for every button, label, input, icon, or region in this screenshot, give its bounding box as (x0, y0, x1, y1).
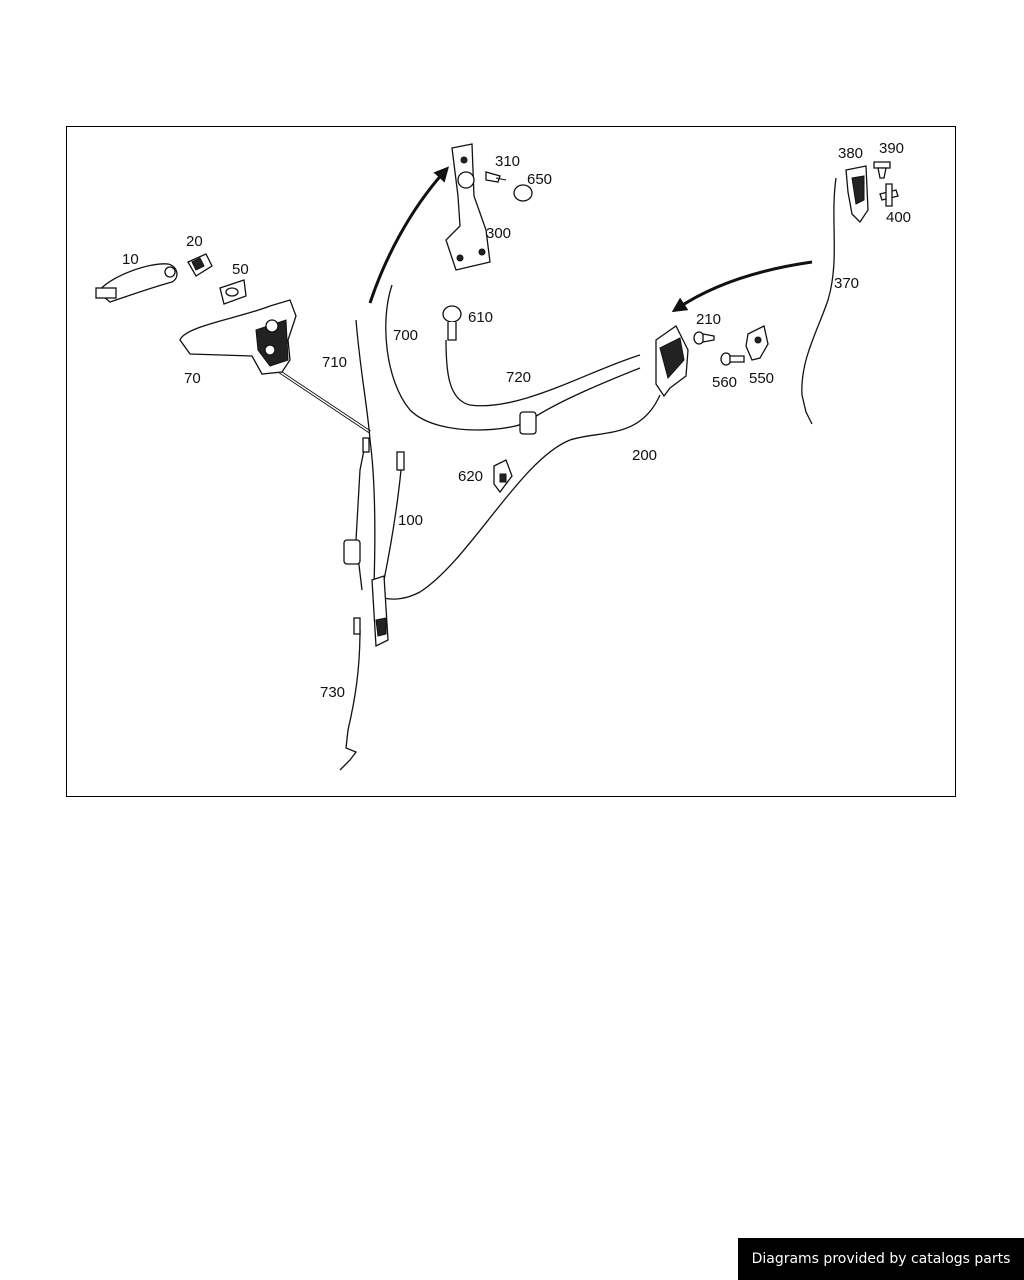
callout-20: 20 (186, 233, 203, 250)
part-610-grommet (442, 305, 462, 341)
part-650-cap (513, 184, 533, 202)
cable-200 (383, 394, 661, 600)
callout-70: 70 (184, 370, 201, 387)
callout-310: 310 (495, 153, 520, 170)
part-210-screw (693, 331, 715, 345)
diagram-frame (66, 126, 956, 797)
part-560-screw (720, 352, 745, 366)
arrow-to-lock (671, 260, 813, 313)
catalog-credit-badge: Diagrams provided by catalogs parts (738, 1238, 1024, 1280)
part-390-screw (873, 161, 891, 179)
callout-10: 10 (122, 251, 139, 268)
part-cable-grommet-700 (519, 411, 537, 435)
callout-390: 390 (879, 140, 904, 157)
arrow-to-300 (368, 166, 449, 304)
callout-650: 650 (527, 171, 552, 188)
cable-720 (445, 339, 641, 407)
part-620-clip (493, 459, 513, 494)
part-310-screw (485, 171, 507, 183)
callout-370: 370 (834, 275, 859, 292)
callout-50: 50 (232, 261, 249, 278)
part-door-lock (655, 325, 689, 398)
fitting-100-top (396, 451, 405, 471)
callout-380: 380 (838, 145, 863, 162)
cable-710 (355, 319, 376, 586)
part-70-handle-carrier (179, 299, 297, 375)
cable-710b (355, 439, 367, 591)
part-550-striker (745, 325, 769, 361)
callout-720: 720 (506, 369, 531, 386)
callout-730: 730 (320, 684, 345, 701)
callout-710: 710 (322, 354, 347, 371)
fitting-710-top (362, 437, 370, 453)
callout-400: 400 (886, 209, 911, 226)
cable-100 (383, 469, 402, 581)
cable-700 (385, 284, 641, 431)
callout-560: 560 (712, 374, 737, 391)
part-400-bolt (879, 183, 899, 207)
part-actuator-housing (371, 575, 389, 648)
part-10-outer-handle (95, 263, 178, 303)
part-50-seal (219, 279, 247, 305)
callout-610: 610 (468, 309, 493, 326)
part-cable-grommet-left (343, 539, 361, 565)
fitting-730-top (353, 617, 361, 635)
cable-handle-to-junction-inner (279, 371, 371, 433)
cable-370 (801, 177, 837, 425)
part-300-bracket (445, 143, 491, 271)
part-380-inner-handle (845, 165, 869, 224)
callout-300: 300 (486, 225, 511, 242)
callout-620: 620 (458, 468, 483, 485)
cable-730 (339, 629, 361, 771)
callout-100: 100 (398, 512, 423, 529)
callout-200: 200 (632, 447, 657, 464)
part-20-handle-cap (187, 253, 213, 277)
callout-550: 550 (749, 370, 774, 387)
callout-700: 700 (393, 327, 418, 344)
callout-210: 210 (696, 311, 721, 328)
